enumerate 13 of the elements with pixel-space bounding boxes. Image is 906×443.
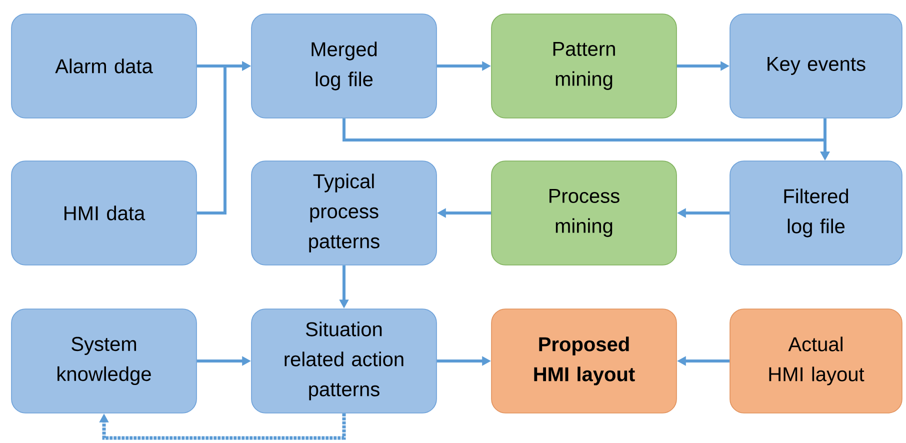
process-box: Alarm data	[11, 14, 197, 118]
arrow	[99, 413, 346, 440]
process-box: Process mining	[491, 160, 677, 266]
process-box: Situation related action patterns	[251, 308, 437, 414]
process-box: Pattern mining	[491, 14, 677, 118]
process-box: Merged log file	[251, 14, 437, 118]
process-box: Proposed HMI layout	[491, 308, 677, 414]
process-box: System knowledge	[11, 308, 197, 414]
process-box: Key events	[730, 14, 902, 118]
process-box: Actual HMI layout	[730, 308, 902, 414]
process-box: Typical process patterns	[251, 160, 437, 266]
process-box: HMI data	[11, 160, 197, 266]
process-box: Filtered log file	[730, 160, 902, 266]
